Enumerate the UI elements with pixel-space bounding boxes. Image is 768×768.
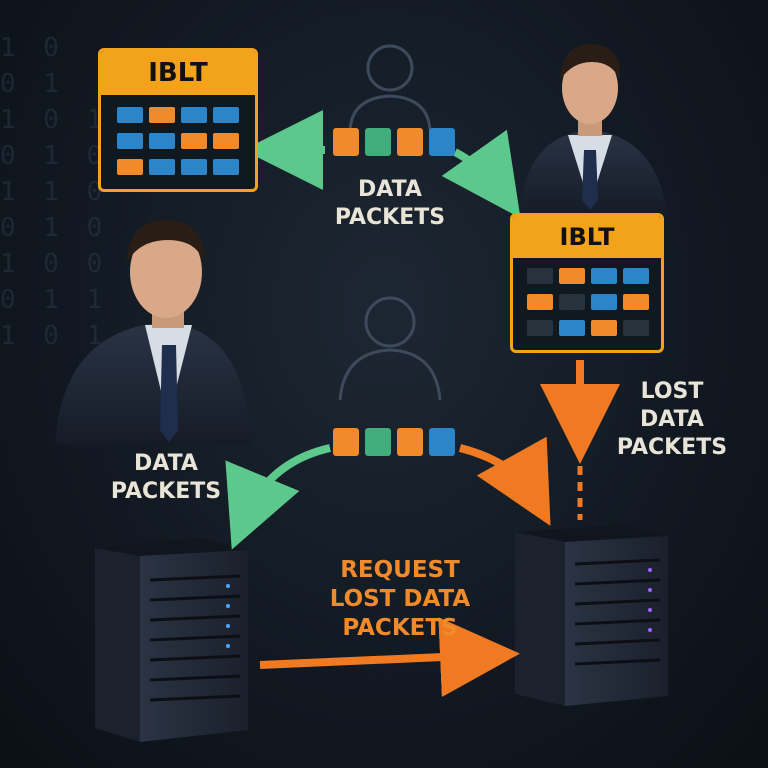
packet-green [365,128,391,156]
iblt-cell [591,320,617,336]
label-line: PACKETS [334,205,446,230]
label-line: PACKETS [616,435,728,460]
packet-blue [429,428,455,456]
silhouette-top-icon [348,44,432,131]
iblt-right-title: IBLT [513,216,661,258]
arrow-request-lost [259,617,520,698]
iblt-top-table: IBLT [98,48,258,192]
iblt-cell [559,268,585,284]
server-right-icon [515,525,668,706]
packet-green [365,428,391,456]
iblt-cell [559,320,585,336]
iblt-cell [117,159,143,175]
iblt-cell [591,268,617,284]
server-left-icon [95,538,248,742]
packet-orange [333,428,359,456]
iblt-cell [527,268,553,284]
iblt-cell [623,320,649,336]
packet-orange [333,128,359,156]
iblt-cell [181,133,207,149]
iblt-cell [559,294,585,310]
iblt-cell [591,294,617,310]
iblt-cell [181,159,207,175]
arrow-to-right-server [459,436,551,526]
iblt-cell [149,107,175,123]
label-line: LOST [640,379,704,404]
label-line: DATA [358,177,422,202]
person-top-right-icon [520,44,668,215]
label-request-lost: REQUEST LOST DATA PACKETS [310,556,490,643]
label-line: REQUEST [340,557,460,583]
iblt-cell [623,268,649,284]
packet-orange [397,428,423,456]
silhouette-middle-icon [338,296,442,401]
iblt-cell [213,159,239,175]
arrow-to-right-iblt [441,129,521,219]
iblt-cell [117,107,143,123]
iblt-cell [213,133,239,149]
label-line: DATA [640,407,704,432]
iblt-cell [527,320,553,336]
iblt-cell [117,133,143,149]
iblt-cell [181,107,207,123]
label-data-packets-top: DATA PACKETS [320,176,460,232]
label-line: PACKETS [110,479,222,504]
iblt-cell [213,107,239,123]
iblt-cell [623,294,649,310]
binary-background: 1 0 0 1 1 0 1 0 1 0 1 1 0 0 1 0 1 0 0 0 … [0,33,109,351]
iblt-cell [527,294,553,310]
label-line: PACKETS [342,615,458,641]
iblt-top-title: IBLT [101,51,255,95]
person-left-icon [55,220,250,445]
label-data-packets-left: DATA PACKETS [96,450,236,506]
packet-blue [429,128,455,156]
iblt-cell [149,133,175,149]
iblt-cell [149,159,175,175]
label-lost-data-packets: LOST DATA PACKETS [602,378,742,462]
arrow-to-left-server [225,444,331,550]
label-line: LOST DATA [329,586,471,612]
packet-orange [397,128,423,156]
iblt-right-table: IBLT [510,213,664,353]
label-line: DATA [134,451,198,476]
